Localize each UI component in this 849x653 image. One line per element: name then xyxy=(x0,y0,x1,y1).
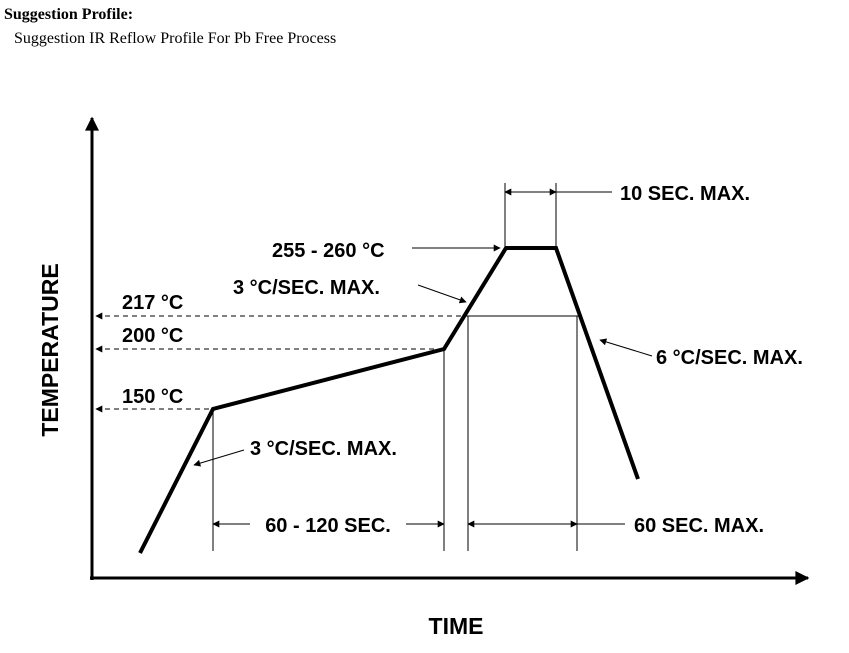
soak-duration-label: 60 - 120 SEC. xyxy=(265,515,391,537)
ramp-up-lower-label: 3 °C/SEC. MAX. xyxy=(250,438,397,460)
peak-temperature-label: 255 - 260 °C xyxy=(272,240,385,262)
ramp-up-upper-pointer xyxy=(417,284,467,304)
level-217-label: 217 °C xyxy=(122,292,183,314)
ramp-up-lower-pointer xyxy=(193,449,245,467)
x-axis-label: TIME xyxy=(429,613,484,639)
level-150-label: 150 °C xyxy=(122,386,183,408)
reflow-profile-curve xyxy=(138,246,640,554)
ramp-down-pointer xyxy=(599,338,653,357)
ramp-down-label: 6 °C/SEC. MAX. xyxy=(656,347,803,369)
page-subtitle: Suggestion IR Reflow Profile For Pb Free… xyxy=(14,30,337,47)
ramp-up-upper-label: 3 °C/SEC. MAX. xyxy=(233,277,380,299)
liquidus-time-label: 60 SEC. MAX. xyxy=(634,515,764,537)
level-200-label: 200 °C xyxy=(122,325,183,347)
page-title: Suggestion Profile: xyxy=(4,6,134,23)
y-axis-label: TEMPERATURE xyxy=(37,263,63,436)
peak-time-label: 10 SEC. MAX. xyxy=(620,183,750,205)
